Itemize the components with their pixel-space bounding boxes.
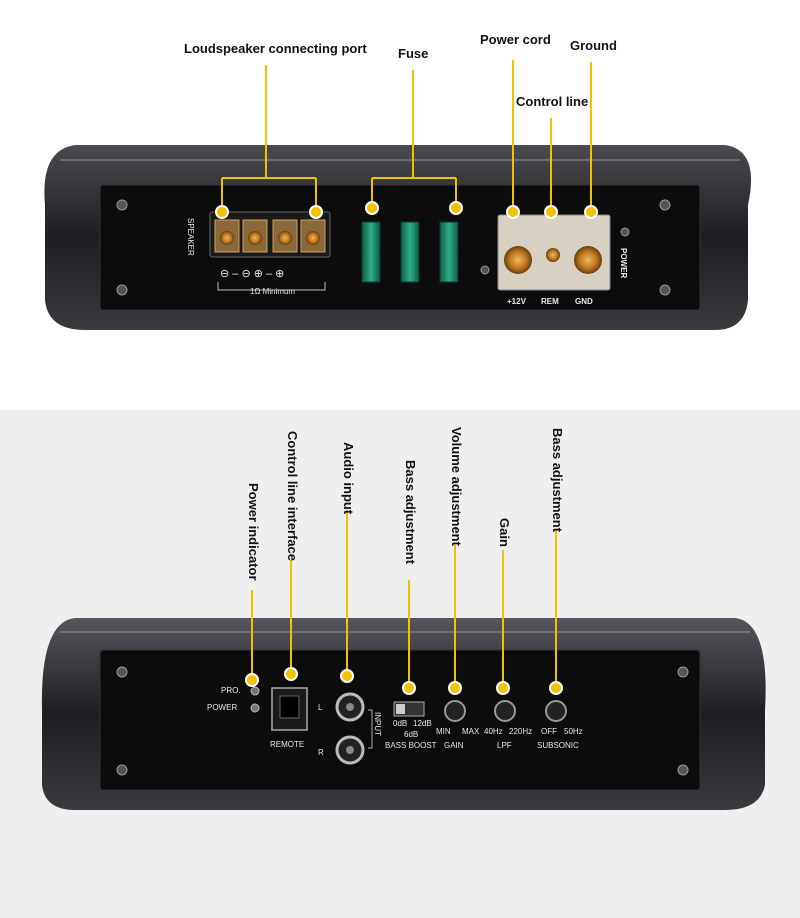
callout-dot <box>496 681 510 695</box>
silk-12db: 12dB <box>413 719 432 728</box>
subsonic-knob <box>545 700 567 722</box>
label-power-indicator: Power indicator <box>246 483 261 581</box>
callout-dot <box>309 205 323 219</box>
silk-subsonic: SUBSONIC <box>537 741 579 750</box>
callout-dot <box>549 681 563 695</box>
silk-lpf: LPF <box>497 741 512 750</box>
silk-l: L <box>318 703 323 712</box>
silk-pro: PRO. <box>221 686 241 695</box>
amplifier-top-illustration <box>44 60 752 330</box>
led-power <box>250 703 260 713</box>
screw-icon <box>677 764 689 776</box>
label-power-cord: Power cord <box>480 32 551 47</box>
silk-6db: 6dB <box>404 730 419 739</box>
silk-gain: GAIN <box>444 741 464 750</box>
screw-icon <box>116 666 128 678</box>
silk-input: INPUT <box>373 712 382 736</box>
silk-220hz: 220Hz <box>509 727 533 736</box>
amplifier-bottom-illustration <box>41 510 766 810</box>
screw-icon <box>480 265 490 275</box>
callout-dot <box>340 669 354 683</box>
callout-dot <box>449 201 463 215</box>
top-panel: Loudspeaker connecting port Fuse Power c… <box>0 0 800 380</box>
callout-line-fuse <box>371 70 457 205</box>
screw-icon <box>659 284 671 296</box>
callout-dot <box>584 205 598 219</box>
screw-icon <box>116 284 128 296</box>
speaker-terminal <box>214 219 240 253</box>
bottom-panel: Power indicator Control line interface A… <box>0 410 800 918</box>
label-volume-adjustment: Volume adjustment <box>449 427 464 546</box>
label-fuse: Fuse <box>398 46 429 61</box>
power-cord-terminal <box>504 246 532 274</box>
gain-knob <box>444 700 466 722</box>
callout-dot <box>506 205 520 219</box>
silk-0db: 0dB <box>393 719 408 728</box>
label-gain: Gain <box>497 518 512 547</box>
callout-line-speaker <box>221 65 317 205</box>
panel-divider <box>0 380 800 410</box>
label-audio-input: Audio input <box>341 442 356 515</box>
callout-dot <box>544 205 558 219</box>
callout-dot <box>365 201 379 215</box>
screw-icon <box>659 199 671 211</box>
label-control-interface: Control line interface <box>285 431 300 562</box>
screw-icon <box>620 227 630 237</box>
silk-min-ohm: 1Ω Minimum <box>250 287 296 296</box>
silk-remote: REMOTE <box>270 740 305 749</box>
silk-polarity: ⊖ – ⊖ ⊕ – ⊕ <box>220 268 285 280</box>
silk-40hz: 40Hz <box>484 727 503 736</box>
lpf-knob <box>494 700 516 722</box>
label-ground: Ground <box>570 38 617 53</box>
silk-50hz: 50Hz <box>564 727 583 736</box>
screw-icon <box>677 666 689 678</box>
led-pro <box>250 686 260 696</box>
label-speaker-port: Loudspeaker connecting port <box>184 41 367 56</box>
callout-dot <box>245 673 259 687</box>
speaker-terminal-block <box>209 211 331 258</box>
callout-dot <box>215 205 229 219</box>
callout-dot <box>448 681 462 695</box>
silk-power: POWER <box>207 703 238 712</box>
ground-terminal <box>574 246 602 274</box>
silk-power: POWER <box>619 248 628 279</box>
fuse <box>439 221 459 283</box>
silk-gnd: GND <box>575 297 593 306</box>
fuse <box>400 221 420 283</box>
silk-min: MIN <box>436 727 451 736</box>
fuse <box>361 221 381 283</box>
callout-dot <box>402 681 416 695</box>
silk-max: MAX <box>462 727 480 736</box>
silk-rem: REM <box>541 297 559 306</box>
silk-bass-boost: BASS BOOST <box>385 741 437 750</box>
screw-icon <box>116 764 128 776</box>
silk-r: R <box>318 748 324 757</box>
callout-dot <box>284 667 298 681</box>
silk-12v: +12V <box>507 297 526 306</box>
silk-speaker: SPEAKER <box>186 218 195 256</box>
label-control-line: Control line <box>516 94 589 109</box>
silk-off: OFF <box>541 727 557 736</box>
screw-icon <box>116 199 128 211</box>
rem-terminal <box>546 248 560 262</box>
label-bass-adjustment-1: Bass adjustment <box>403 460 418 565</box>
label-bass-adjustment-2: Bass adjustment <box>550 428 565 533</box>
